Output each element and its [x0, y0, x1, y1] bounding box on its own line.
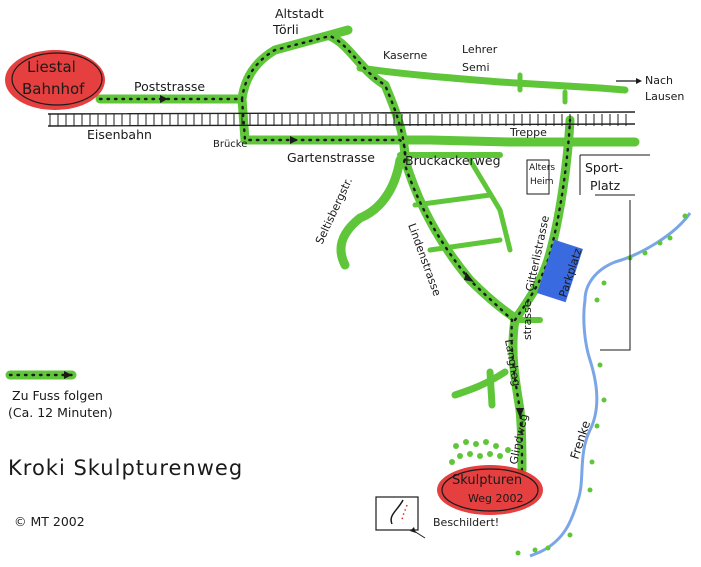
label-weg-2002: Weg 2002	[468, 492, 524, 505]
label-bruecke: Brücke	[213, 139, 248, 150]
label-toerli: Törli	[273, 22, 299, 37]
altersheim-building	[526, 159, 550, 195]
label-bahnhof: Bahnhof	[22, 80, 85, 98]
label-sport: Sport-	[585, 160, 624, 175]
label-liestal: Liestal	[27, 58, 76, 76]
road-upper-east	[356, 64, 629, 94]
label-lausen: Lausen	[645, 90, 685, 103]
river-frenke	[515, 212, 692, 558]
riverbank-bushes	[515, 213, 688, 556]
label-nach: Nach	[645, 74, 673, 87]
route-direction-arrows	[160, 95, 524, 418]
legend-line1: Zu Fuss folgen	[12, 388, 103, 403]
road-bruckacker-grid	[412, 157, 513, 253]
nach-lausen-arrow	[616, 78, 642, 84]
label-kaserne: Kaserne	[383, 49, 428, 62]
label-langhag-line2: strasse	[521, 300, 534, 340]
label-frenke: Frenke	[568, 419, 594, 461]
parkplatz-area	[537, 239, 583, 303]
label-glindweg: Glindweg	[507, 413, 530, 466]
legend-line2: (Ca. 12 Minuten)	[8, 405, 113, 420]
label-poststrasse: Poststrasse	[134, 79, 206, 94]
label-langhag-line1: Langhag	[502, 338, 523, 387]
railway-eisenbahn	[47, 111, 636, 127]
road-lausen-connector	[517, 72, 568, 105]
legend-route-sample	[5, 370, 77, 380]
map-title: Kroki Skulpturenweg	[8, 456, 244, 480]
label-treppe: Treppe	[510, 126, 547, 139]
label-altersheim-line2: Heim	[530, 177, 554, 187]
label-lehrer: Lehrer	[462, 43, 498, 56]
label-beschildert: Beschildert!	[433, 516, 500, 529]
road-seltisbergstrasse	[336, 155, 405, 270]
label-gartenstrasse: Gartenstrasse	[287, 150, 375, 165]
label-eisenbahn: Eisenbahn	[87, 127, 152, 142]
label-platz: Platz	[590, 178, 621, 193]
copyright: © MT 2002	[14, 514, 85, 529]
label-altstadt: Altstadt	[275, 6, 324, 21]
label-semi: Semi	[462, 61, 490, 74]
skulpturenweg-marker	[437, 465, 543, 515]
label-altersheim-line1: Alters	[529, 163, 556, 173]
road-gartenstrasse	[237, 94, 640, 147]
tree-cluster	[449, 439, 511, 465]
label-skulpturen: Skulpturen	[452, 473, 523, 488]
liestal-bahnhof-marker	[5, 50, 105, 110]
signpost-icon	[375, 496, 426, 539]
road-langhag-spur	[451, 368, 509, 409]
sportplatz-outline	[579, 154, 650, 351]
label-bruckackerweg: Bruckackerweg	[405, 153, 501, 168]
